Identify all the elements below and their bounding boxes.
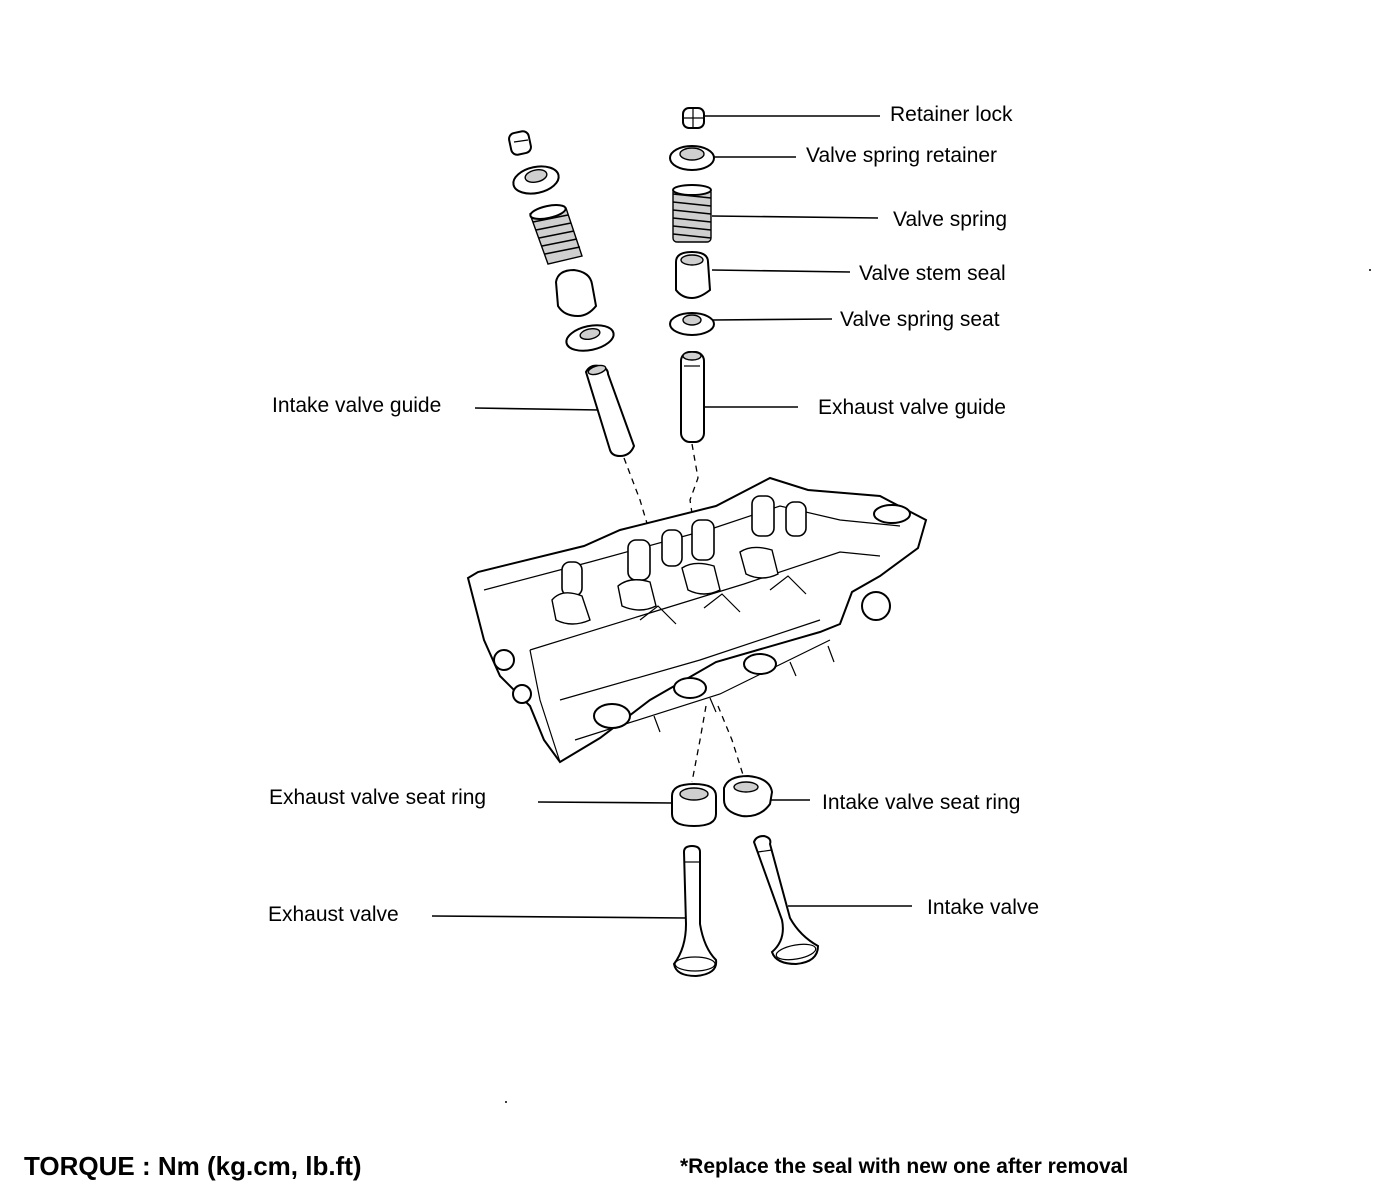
label-intake-valve-guide: Intake valve guide xyxy=(272,394,442,417)
label-intake-valve: Intake valve xyxy=(927,896,1040,919)
intake-valve-seat-ring-icon xyxy=(723,774,774,818)
torque-caption: TORQUE : Nm (kg.cm, lb.ft) xyxy=(24,1151,362,1181)
intake-valve-icon xyxy=(752,834,820,966)
intake-valve-guide-icon xyxy=(584,364,636,458)
exhaust-valve-seat-ring-icon xyxy=(671,782,717,828)
replace-seal-note: *Replace the seal with new one after rem… xyxy=(680,1155,1129,1178)
label-exhaust-valve-seat-ring: Exhaust valve seat ring xyxy=(269,786,487,809)
leader-lines xyxy=(431,115,912,919)
retainer-lock-icon xyxy=(682,107,705,129)
intake-retainer-lock-icon xyxy=(508,130,532,156)
intake-valve-spring-icon xyxy=(529,204,583,265)
label-valve-spring: Valve spring xyxy=(893,208,1008,231)
valve-spring-icon xyxy=(672,184,712,243)
intake-valve-stack xyxy=(508,130,653,541)
valve-spring-retainer-icon xyxy=(669,145,715,171)
intake-spring-seat-icon xyxy=(565,324,615,352)
intake-spring-retainer-icon xyxy=(512,165,560,195)
label-exhaust-valve: Exhaust valve xyxy=(268,903,399,926)
label-valve-stem-seal: Valve stem seal xyxy=(859,262,1006,285)
valve-stem-seal-icon xyxy=(675,250,712,300)
exhaust-valve-stack xyxy=(669,107,715,541)
label-exhaust-valve-guide: Exhaust valve guide xyxy=(818,396,1006,419)
valve-spring-seat-icon xyxy=(669,312,715,336)
label-valve-spring-seat: Valve spring seat xyxy=(840,308,1000,331)
intake-valve-stem-seal-icon xyxy=(554,268,598,318)
label-valve-spring-retainer: Valve spring retainer xyxy=(806,144,998,167)
exhaust-valve-guide-icon xyxy=(680,351,705,443)
label-retainer-lock: Retainer lock xyxy=(890,103,1013,126)
label-intake-valve-seat-ring: Intake valve seat ring xyxy=(822,791,1021,814)
exhaust-valve-icon xyxy=(672,844,718,978)
cylinder-head-icon xyxy=(466,476,928,764)
